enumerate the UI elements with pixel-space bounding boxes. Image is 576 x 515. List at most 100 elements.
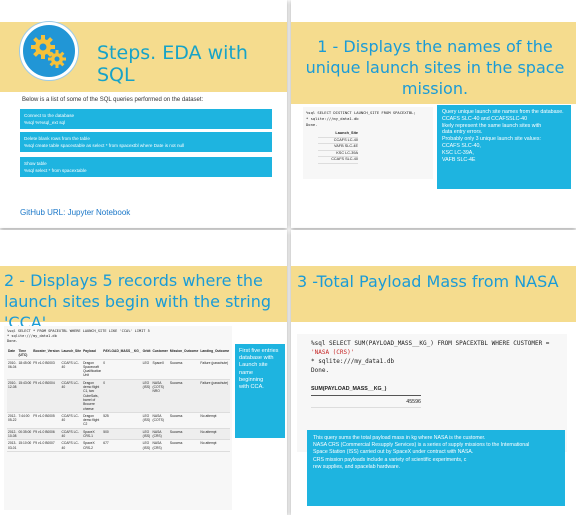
table-cell: NASA (COTS) NRO: [151, 379, 169, 413]
column-header: Booster_Version: [32, 348, 61, 360]
table-cell: 00:35:00: [17, 428, 33, 441]
table-cell: LEO: [141, 359, 152, 380]
table-cell: Success: [168, 379, 200, 413]
table-cell: SpaceX CRS-2: [82, 439, 103, 452]
table-cell: F9 v1.0 B0006: [32, 428, 61, 441]
note-line: beginning: [239, 376, 264, 383]
note-line: database with: [239, 355, 274, 362]
note-line: CCAFS SLC-40,: [442, 142, 481, 149]
table-cell: F9 v1.0 B0004: [32, 379, 61, 413]
table-cell: Success: [168, 439, 200, 452]
table-cell: F9 v1.0 B0007: [32, 439, 61, 452]
table-cell: F9 v1.0 B0003: [32, 359, 61, 380]
table-cell: Success: [168, 412, 200, 429]
table-cell: 2012-10-08: [7, 428, 18, 441]
sql-query-value: 'NASA (CRS)': [311, 349, 355, 356]
table-cell: CCAFS LC-40: [60, 428, 83, 441]
query-box-label: Show table: [24, 161, 47, 166]
code-output: %sql SELECT DISTINCT LAUNCH_SITE FROM SP…: [303, 107, 433, 179]
column-header: Time (UTC): [17, 348, 33, 360]
slide-title: 1 - Displays the names of the unique lau…: [305, 37, 565, 98]
title-band: [0, 266, 287, 322]
table-cell: CCAFS LC-40: [60, 412, 83, 429]
table-cell: F9 v1.0 B0005: [32, 412, 61, 429]
table-row: CCAFS LC-40: [318, 138, 358, 144]
table-cell: CCAFS LC-40: [60, 379, 83, 413]
table-cell: SpaceX CRS-1: [82, 428, 103, 441]
table-cell: 525: [102, 412, 142, 429]
table-cell: LEO (ISS): [141, 412, 152, 429]
table-cell: 2010-12-08: [7, 379, 18, 413]
note-line: This query sums the total payload mass i…: [313, 435, 486, 441]
note-line: VAFB SLC-4E: [442, 156, 476, 163]
intro-text: Below is a list of some of the SQL queri…: [22, 97, 204, 103]
column-header: Landing_Outcome: [199, 348, 231, 360]
note-line: with CCA.: [239, 384, 264, 391]
slide-nasa-payload: 3 -Total Payload Mass from NASA %sql SEL…: [291, 230, 576, 515]
code-output: %sql SELECT * FROM SPACEXTBL WHERE LAUNC…: [4, 326, 232, 510]
table-cell: 0: [102, 359, 142, 380]
note-line: likely represent the same launch sites w…: [442, 122, 542, 129]
slide-cca-records: 2 - Displays 5 records where the launch …: [0, 230, 287, 515]
note-line: Launch site: [239, 362, 268, 369]
column-header: Mission_Outcome: [168, 348, 200, 360]
table-cell: 2012-05-22: [7, 412, 18, 429]
sql-done: Done.: [7, 339, 18, 343]
table-cell: 0: [102, 379, 142, 413]
query-box-show: Show table %sql select * from spacextabl…: [20, 157, 272, 177]
note-line: Space Station (ISS) carried out by Space…: [313, 449, 474, 456]
table-cell: Failure (parachute): [199, 379, 231, 413]
table-row: VAFB SLC-4E: [318, 144, 358, 151]
table-cell: Success: [168, 359, 200, 380]
column-header: Orbit: [141, 348, 152, 360]
result-table: Launch_Site CCAFS LC-40 VAFB SLC-4E KSC …: [318, 131, 430, 164]
table-cell: CCAFS LC-40: [60, 439, 83, 452]
table-cell: LEO (ISS): [141, 428, 152, 441]
sql-done: Done.: [306, 122, 318, 127]
table-cell: Dragon demo flight C1, two CubeSats, bar…: [82, 379, 103, 413]
table-cell: 18:45:00: [17, 359, 33, 380]
note-line: data entry errors.: [442, 129, 483, 136]
table-cell: Success: [168, 428, 200, 441]
table-row: KSC LC-39A: [318, 151, 358, 157]
query-box-connect: Connect to the database %sql %%sql_ext s…: [20, 109, 272, 129]
table-cell: 500: [102, 428, 142, 441]
table-cell: 677: [102, 439, 142, 452]
note-line: Probably only 3 unique launch site value…: [442, 136, 541, 143]
query-box-code: %sql create table spacextable as select …: [24, 143, 185, 148]
explanation-note: This query sums the total payload mass i…: [307, 430, 565, 506]
column-header: Launch_Site: [60, 348, 83, 360]
sql-query-text: %sql SELECT SUM(PAYLOAD_MASS__KG_) FROM …: [311, 340, 550, 347]
sql-connection: * sqlite:///my_data1.db: [306, 116, 359, 121]
note-line: name: [239, 369, 253, 376]
note-line: CCAFS SLC-40 and CCAFSSLC-40: [442, 115, 528, 122]
query-box-label: Delete blank rows from the table: [24, 136, 90, 141]
table-cell: 2013-03-01: [7, 439, 18, 452]
table-cell: No attempt: [199, 412, 231, 429]
github-link[interactable]: GitHub URL: Jupyter Notebook: [20, 208, 131, 217]
column-header: PAYLOAD_MASS__KG_: [102, 348, 142, 360]
table-cell: Dragon Spacecraft Qualification Unit: [82, 359, 103, 380]
note-line: First five entries: [239, 348, 279, 354]
column-header: Payload: [82, 348, 103, 360]
table-cell: No attempt: [199, 428, 231, 441]
slide-title: Steps. EDA with SQL: [97, 42, 248, 86]
query-box-delete: Delete blank rows from the table %sql cr…: [20, 132, 272, 152]
sql-connection: * sqlite:///my_data1.db: [7, 334, 57, 338]
slide-unique-launch-sites: 1 - Displays the names of the unique lau…: [291, 0, 576, 228]
table-header: Launch_Site: [318, 131, 358, 138]
gears-icon: [20, 22, 78, 80]
sql-connection: * sqlite:///my_data1.db: [311, 358, 395, 365]
note-line: Query unique launch site names from the …: [442, 109, 564, 115]
slide-eda-sql: Steps. EDA with SQL Below is a list of s…: [0, 0, 287, 228]
explanation-note: Query unique launch site names from the …: [437, 105, 571, 189]
title-band: [291, 266, 576, 322]
sql-query: %sql SELECT * FROM SPACEXTBL WHERE LAUNC…: [7, 329, 150, 333]
table-cell: 15:10:00: [17, 439, 33, 452]
